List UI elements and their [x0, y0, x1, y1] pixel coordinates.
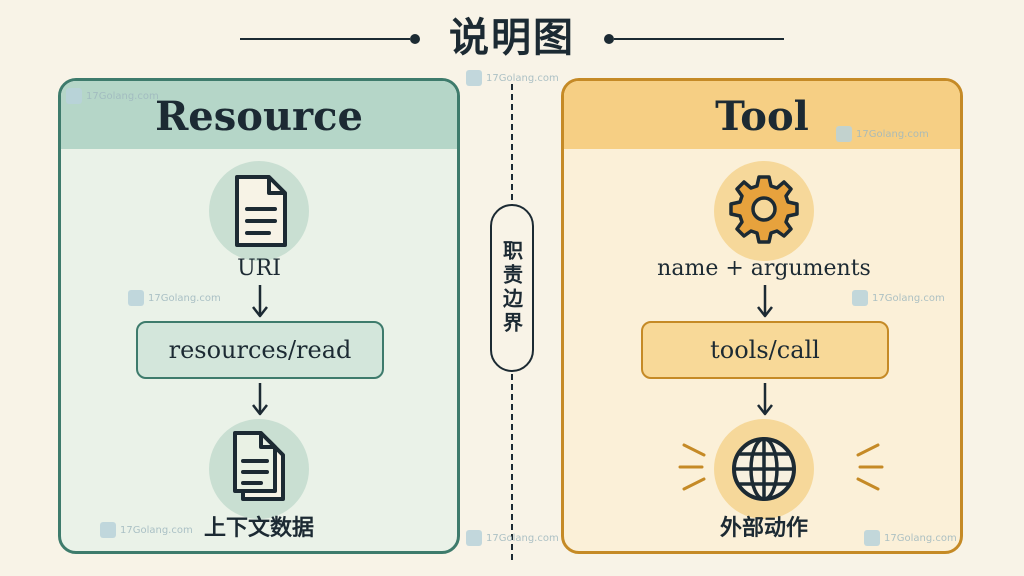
- watermark-logo-icon: [66, 88, 82, 104]
- watermark: 17Golang.com: [864, 530, 957, 546]
- document-icon: [235, 175, 287, 247]
- watermark: 17Golang.com: [836, 126, 929, 142]
- watermark-logo-icon: [466, 530, 482, 546]
- title-dot-right: [604, 34, 614, 44]
- resource-arrow-1: [252, 285, 268, 318]
- resource-arrow-2: [252, 383, 268, 416]
- tool-output-label: 外部动作: [719, 516, 808, 541]
- resource-panel: Resource URI resources/read 上下文数据: [58, 78, 460, 554]
- resources-read-method: resources/read: [136, 321, 384, 379]
- action-ray-left: [678, 443, 706, 491]
- watermark-logo-icon: [466, 70, 482, 86]
- title-rule-left: [240, 38, 410, 40]
- resource-heading: Resource: [61, 81, 457, 149]
- tool-arrow-2: [757, 383, 773, 416]
- resource-output-circle: [209, 419, 309, 519]
- responsibility-boundary-pill: 职责边界: [490, 204, 534, 372]
- resource-output-label: 上下文数据: [203, 516, 314, 541]
- tool-input-circle: [714, 161, 814, 261]
- tool-panel: Tool name + arguments tools/call: [561, 78, 963, 554]
- title-rule-right: [614, 38, 784, 40]
- tool-output-circle: [714, 419, 814, 519]
- tool-heading: Tool: [564, 81, 960, 149]
- title-dot-left: [410, 34, 420, 44]
- watermark: 17Golang.com: [66, 88, 159, 104]
- watermark: 17Golang.com: [466, 70, 559, 86]
- watermark: 17Golang.com: [466, 530, 559, 546]
- globe-icon: [732, 437, 796, 501]
- watermark: 17Golang.com: [100, 522, 193, 538]
- tool-input-label: name + arguments: [657, 256, 871, 281]
- responsibility-boundary-label: 职责边界: [499, 240, 524, 336]
- watermark-logo-icon: [128, 290, 144, 306]
- watermark: 17Golang.com: [852, 290, 945, 306]
- watermark-logo-icon: [836, 126, 852, 142]
- tool-arrow-1: [757, 285, 773, 318]
- watermark: 17Golang.com: [128, 290, 221, 306]
- watermark-logo-icon: [852, 290, 868, 306]
- watermark-logo-icon: [864, 530, 880, 546]
- resource-input-circle: [209, 161, 309, 261]
- tools-call-method: tools/call: [641, 321, 889, 379]
- resource-input-label: URI: [237, 256, 281, 281]
- watermark-logo-icon: [100, 522, 116, 538]
- documents-stack-icon: [233, 431, 285, 501]
- action-ray-right: [856, 443, 884, 491]
- gear-icon: [729, 175, 799, 244]
- diagram-title: 说明图: [449, 15, 575, 61]
